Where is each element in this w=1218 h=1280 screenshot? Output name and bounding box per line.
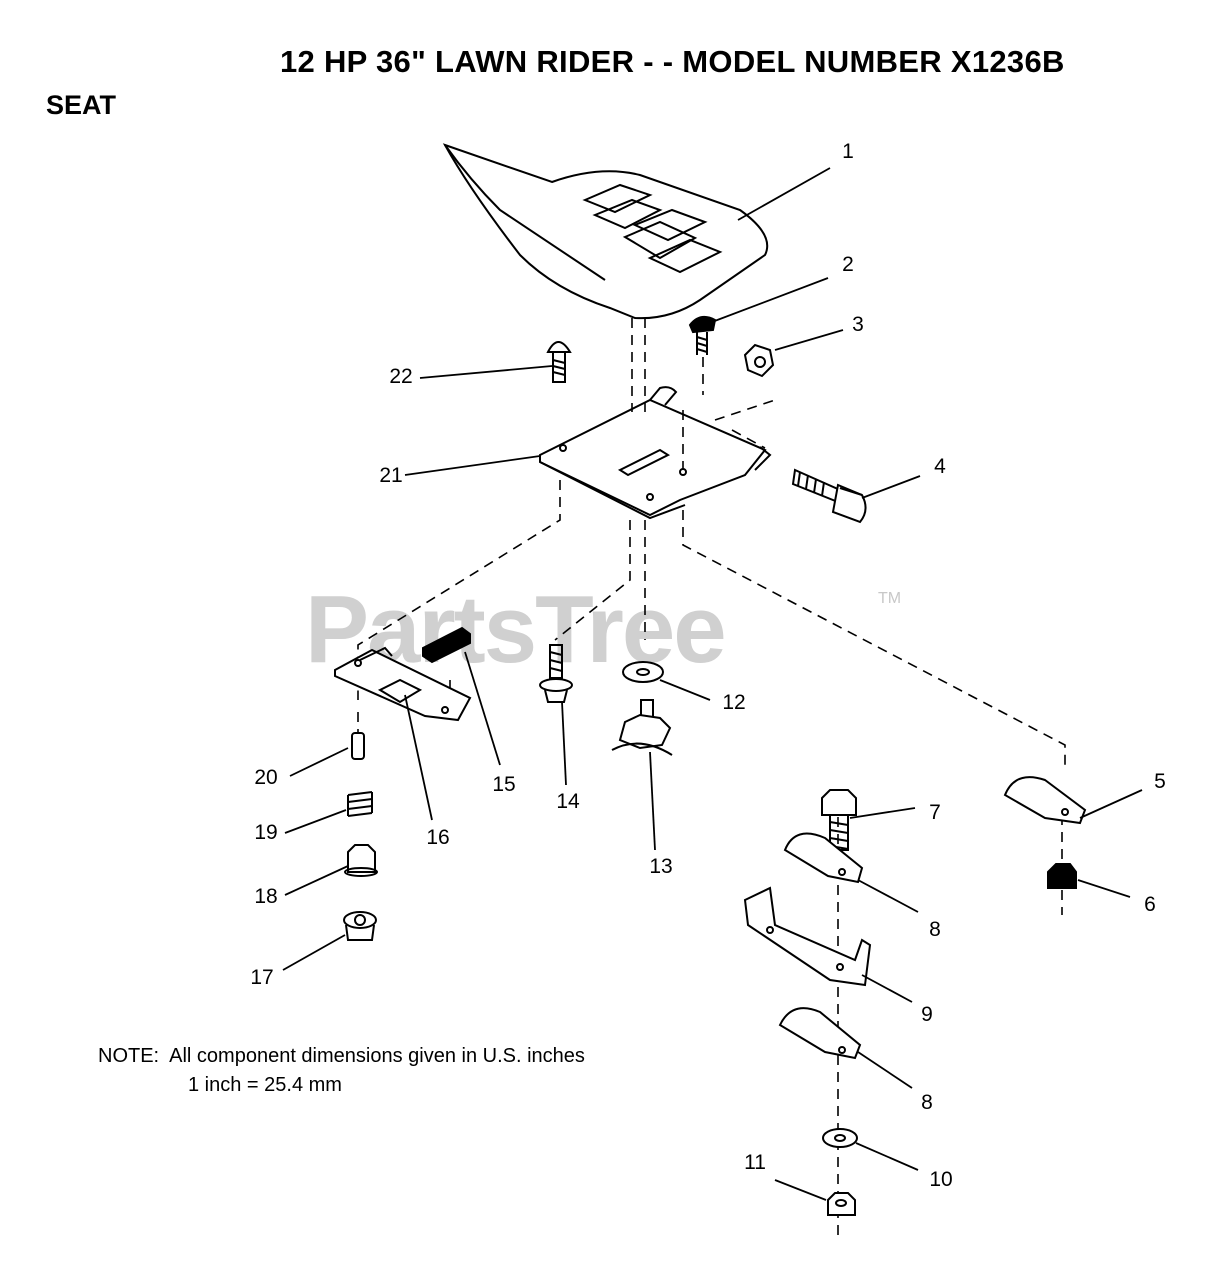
note-line-1: All component dimensions given in U.S. i… (169, 1045, 585, 1067)
part-17-flange-nut (343, 911, 377, 941)
callout-8-upper: 8 (929, 918, 941, 941)
part-16-bracket (334, 646, 472, 722)
callout-3: 3 (852, 313, 864, 336)
callout-9: 9 (921, 1003, 933, 1026)
watermark-tm: TM (878, 590, 902, 607)
part-9-u-bracket (743, 886, 872, 987)
note-label: NOTE: (98, 1045, 160, 1067)
part-seat (442, 143, 769, 320)
callout-21: 21 (379, 464, 403, 487)
part-3-nut (743, 343, 775, 378)
part-14-shoulder-bolt (539, 644, 573, 703)
part-15-key (422, 626, 471, 664)
callout-6: 6 (1144, 893, 1156, 916)
section-title: SEAT (46, 90, 117, 120)
callout-10: 10 (929, 1168, 953, 1191)
callout-18: 18 (254, 885, 278, 908)
leader-lines (282, 167, 1143, 1201)
callout-4: 4 (934, 455, 946, 478)
callout-16: 16 (426, 826, 450, 849)
callout-12: 12 (722, 691, 746, 714)
part-6-lock-nut (1047, 863, 1077, 889)
callout-11: 11 (744, 1151, 766, 1174)
part-8-clamp-lower (778, 1007, 862, 1060)
callout-7: 7 (929, 801, 941, 824)
note-line-2: 1 inch = 25.4 mm (188, 1074, 342, 1096)
part-11-nut (827, 1192, 856, 1216)
callout-19: 19 (254, 821, 278, 844)
part-18-nut (344, 844, 378, 877)
callout-17: 17 (250, 966, 274, 989)
callout-8-lower: 8 (921, 1091, 933, 1114)
part-19-spring (347, 791, 373, 817)
part-13-knob (611, 699, 673, 756)
callout-15: 15 (492, 773, 516, 796)
diagram-title: 12 HP 36" LAWN RIDER - - MODEL NUMBER X1… (280, 44, 1065, 79)
callout-1: 1 (842, 140, 854, 163)
callout-20: 20 (254, 766, 278, 789)
callout-13: 13 (649, 855, 673, 878)
part-5-clamp (1003, 776, 1087, 825)
dimensions-note: NOTE: All component dimensions given in … (98, 1042, 585, 1100)
part-8-clamp-upper (783, 832, 864, 884)
callout-14: 14 (556, 790, 580, 813)
part-20-pin (351, 732, 365, 760)
callout-2: 2 (842, 253, 854, 276)
part-10-washer (822, 1128, 858, 1148)
part-2-bolt (688, 315, 717, 355)
part-22-carriage-bolt (546, 341, 572, 383)
part-12-washer (622, 661, 664, 683)
part-21-seat-plate (539, 386, 772, 520)
part-7-hex-bolt (821, 789, 857, 851)
callout-5: 5 (1154, 770, 1166, 793)
callout-22: 22 (389, 365, 413, 388)
part-4-flange-bolt (791, 468, 867, 524)
